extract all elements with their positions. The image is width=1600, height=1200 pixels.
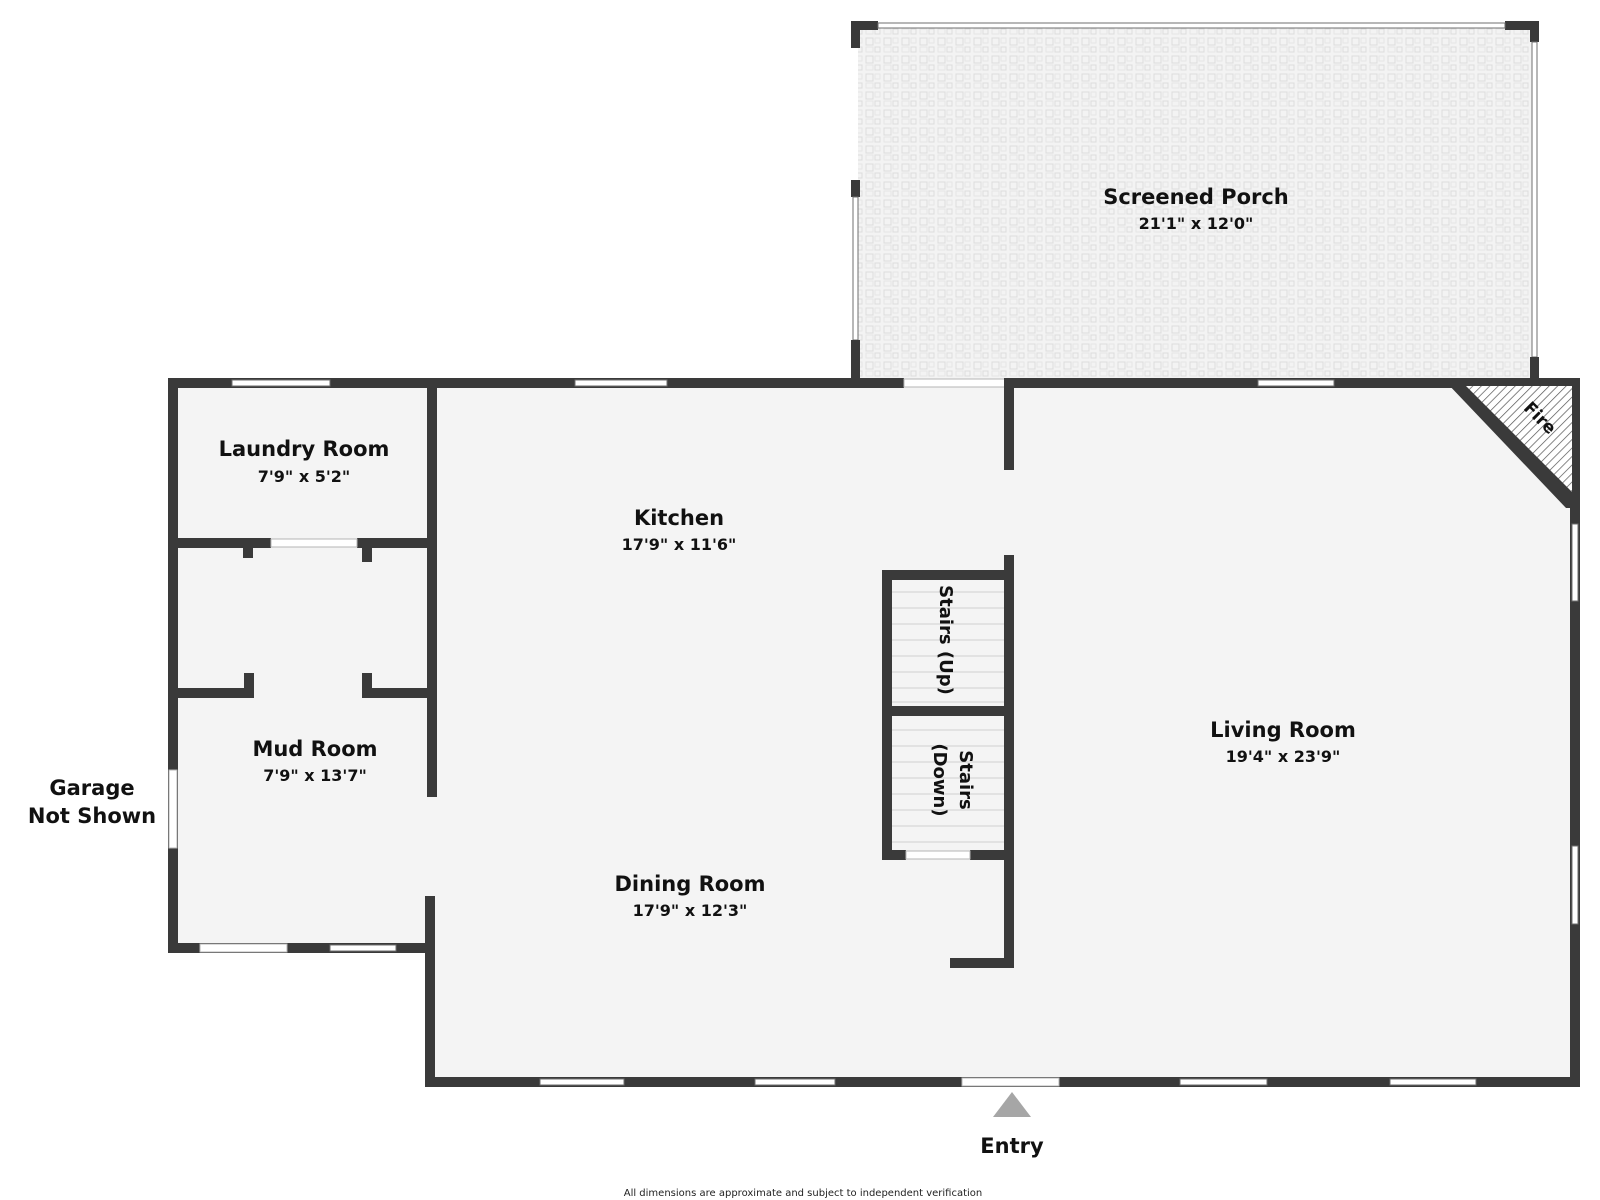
- porch-walls: [851, 21, 1539, 382]
- wall-right: [1570, 378, 1580, 1087]
- openings: [168, 378, 1579, 1087]
- wall-kitchen-living-stub: [1004, 378, 1014, 470]
- stairs-down-label: Stairs (Down): [929, 743, 976, 816]
- porch-screen-top: [877, 22, 1506, 29]
- stairs-up-label: Stairs (Up): [935, 585, 956, 695]
- stair-treads: [892, 591, 1004, 843]
- mud-room-size: 7'9" x 13'7": [263, 766, 367, 785]
- wall-stairs-bottom-right: [970, 850, 1014, 860]
- laundry-room-label: Laundry Room: [219, 437, 390, 461]
- window-living-bottom-1: [1179, 1078, 1268, 1086]
- wall-left: [168, 378, 178, 945]
- closet-stub-2: [362, 548, 372, 562]
- kitchen-size: 17'9" x 11'6": [622, 535, 737, 554]
- garage-label-line1: Garage: [49, 776, 134, 800]
- window-living-bottom-2: [1389, 1078, 1477, 1086]
- wall-stairs-right: [1004, 555, 1014, 968]
- kitchen-label: Kitchen: [634, 506, 724, 530]
- door-stairs-down: [905, 850, 971, 860]
- door-entry: [961, 1077, 1060, 1087]
- stairs-down-treads: [892, 729, 1004, 843]
- window-dining-1: [539, 1078, 625, 1086]
- main-floor: [172, 382, 1576, 1081]
- window-living-right-1: [1571, 523, 1579, 602]
- porch-wall-left-mid: [851, 180, 860, 197]
- floor-areas: [172, 28, 1576, 1081]
- porch-wall-top-right: [1505, 21, 1539, 30]
- wall-dining-left-lower: [425, 896, 435, 1086]
- stairs-down-label-line1: Stairs: [955, 750, 976, 809]
- window-laundry: [231, 379, 331, 387]
- wall-mud-bottom: [168, 943, 430, 953]
- stairs-down-label-line2: (Down): [929, 743, 950, 816]
- fireplace: [1446, 382, 1574, 508]
- garage-label-line2: Not Shown: [28, 804, 156, 828]
- door-mud-bottom: [199, 943, 288, 953]
- dining-room-label: Dining Room: [615, 872, 766, 896]
- stairs-up-treads: [892, 591, 1004, 703]
- window-living-top: [1257, 379, 1335, 387]
- window-mud-bottom: [329, 944, 397, 952]
- screened-porch-size: 21'1" x 12'0": [1139, 214, 1254, 233]
- wall-stairs-top: [882, 570, 1014, 580]
- wall-top-left: [168, 378, 904, 388]
- door-laundry: [270, 538, 358, 548]
- porch-wall-left-bottom: [851, 340, 860, 382]
- wall-stairs-bottom-stub: [950, 958, 1014, 968]
- wall-laundry-kitchen: [427, 378, 437, 797]
- porch-screen-right: [1531, 41, 1538, 358]
- closet-stub-4: [362, 673, 372, 688]
- wall-mud-mid-right: [362, 688, 437, 698]
- dining-room-size: 17'9" x 12'3": [633, 901, 748, 920]
- entry-label: Entry: [980, 1134, 1044, 1158]
- living-room-size: 19'4" x 23'9": [1226, 747, 1341, 766]
- window-kitchen-top: [574, 379, 668, 387]
- wall-stairs-mid: [882, 706, 1014, 716]
- mud-room-label: Mud Room: [252, 737, 377, 761]
- closet-stub-1: [243, 548, 253, 558]
- disclaimer-text: All dimensions are approximate and subje…: [624, 1188, 983, 1199]
- porch-wall-right-top: [1530, 21, 1539, 42]
- screened-porch-label: Screened Porch: [1103, 185, 1289, 209]
- window-dining-2: [754, 1078, 836, 1086]
- door-porch: [903, 378, 1011, 388]
- porch-screen-left: [852, 196, 859, 341]
- laundry-room-size: 7'9" x 5'2": [258, 467, 350, 486]
- window-living-right-2: [1571, 845, 1579, 925]
- room-labels: Screened Porch 21'1" x 12'0" Laundry Roo…: [219, 185, 1356, 920]
- interior-walls: [168, 378, 1014, 968]
- porch-wall-left-top: [851, 21, 860, 48]
- fireplace-wall: [1446, 382, 1574, 508]
- wall-stairs-bottom-left: [882, 850, 906, 860]
- porch-floor: [858, 28, 1534, 382]
- door-garage: [168, 769, 178, 849]
- wall-laundry-bottom-left: [168, 538, 271, 548]
- closet-stub-3: [244, 673, 254, 688]
- porch-wall-top-left: [852, 21, 878, 30]
- wall-mud-mid-left: [168, 688, 254, 698]
- porch-wall-right-bottom: [1530, 357, 1539, 382]
- entry-arrow-icon: [993, 1092, 1031, 1117]
- wall-laundry-bottom-right: [357, 538, 437, 548]
- living-room-label: Living Room: [1210, 718, 1356, 742]
